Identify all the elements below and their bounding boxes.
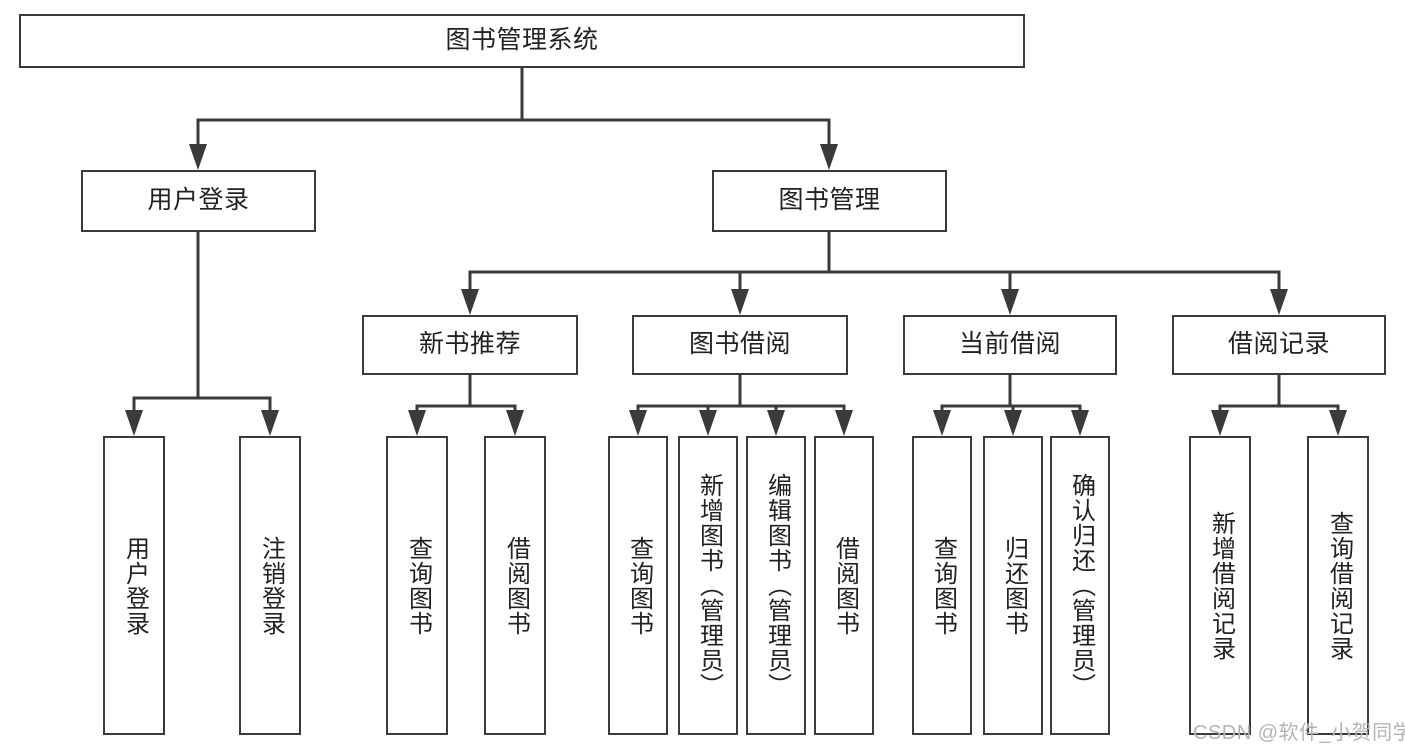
node-label: 当前借阅 [958, 330, 1061, 359]
node-label: 查询图书 [929, 535, 957, 636]
node-label: 新书推荐 [418, 330, 521, 359]
arrowhead-bus-book-borrow-2 [767, 410, 785, 436]
node-label: 归还图书 [1000, 535, 1028, 636]
node-leaf-add-borrow-record[interactable]: 新增借阅记录 [1189, 436, 1251, 735]
node-label: 图书管理系统 [445, 26, 599, 55]
node-label: 借阅图书 [502, 535, 530, 636]
node-leaf-borrow-book[interactable]: 借阅图书 [814, 436, 874, 735]
node-leaf-borrow-book-rec[interactable]: 借阅图书 [484, 436, 546, 735]
node-leaf-confirm-return-admin[interactable]: 确认归还（管理员） [1050, 436, 1110, 735]
arrowhead-bus-book-borrow-0 [629, 410, 647, 436]
node-new-book-recommend[interactable]: 新书推荐 [362, 315, 578, 375]
node-label: 查询图书 [625, 535, 653, 636]
watermark-text: CSDN @软件_小贺同学 [1193, 722, 1405, 744]
node-label: 图书借阅 [688, 330, 791, 359]
node-leaf-query-book-borrow[interactable]: 查询图书 [608, 436, 668, 735]
arrowhead-bus-current-borrow-0 [933, 410, 951, 436]
arrowhead-bus-borrow-record-0 [1211, 410, 1229, 436]
node-root[interactable]: 图书管理系统 [19, 14, 1025, 68]
node-label: 编辑图书（管理员） [763, 473, 791, 698]
node-user-login[interactable]: 用户登录 [81, 170, 316, 232]
node-leaf-edit-book-admin[interactable]: 编辑图书（管理员） [746, 436, 806, 735]
node-label: 查询图书 [404, 535, 432, 636]
arrowhead-bus-new-book-recommend-1 [506, 410, 524, 436]
arrowhead-bus-user-login-0 [125, 410, 143, 436]
arrowhead-bus-book-management-0 [461, 289, 479, 315]
arrowhead-bus-current-borrow-1 [1004, 410, 1022, 436]
node-label: 借阅图书 [831, 535, 859, 636]
node-label: 查询借阅记录 [1325, 510, 1353, 661]
arrowhead-bus-user-login-1 [261, 410, 279, 436]
arrowhead-bus-book-borrow-3 [835, 410, 853, 436]
node-leaf-query-book-current[interactable]: 查询图书 [912, 436, 972, 735]
node-book-borrow[interactable]: 图书借阅 [632, 315, 848, 375]
node-label: 注销登录 [257, 535, 285, 636]
arrowhead-bus-book-management-2 [1001, 289, 1019, 315]
node-label: 新增借阅记录 [1207, 510, 1235, 661]
node-borrow-record[interactable]: 借阅记录 [1172, 315, 1386, 375]
arrowhead-bus-book-borrow-1 [699, 410, 717, 436]
arrowhead-bus-book-management-3 [1270, 289, 1288, 315]
node-leaf-query-borrow-record[interactable]: 查询借阅记录 [1307, 436, 1369, 735]
arrowhead-bus-book-management-1 [731, 289, 749, 315]
node-leaf-add-book-admin[interactable]: 新增图书（管理员） [678, 436, 738, 735]
node-book-management[interactable]: 图书管理 [712, 170, 947, 232]
node-label: 新增图书（管理员） [695, 473, 723, 698]
arrowhead-bus-borrow-record-1 [1329, 410, 1347, 436]
node-label: 借阅记录 [1227, 330, 1330, 359]
node-leaf-logout[interactable]: 注销登录 [239, 436, 301, 735]
node-leaf-return-book[interactable]: 归还图书 [983, 436, 1043, 735]
arrowhead-bus-root-0 [189, 144, 207, 170]
arrowhead-bus-root-1 [820, 144, 838, 170]
node-label: 图书管理 [778, 186, 881, 215]
node-current-borrow[interactable]: 当前借阅 [903, 315, 1117, 375]
arrowhead-bus-current-borrow-2 [1071, 410, 1089, 436]
node-label: 用户登录 [147, 186, 250, 215]
node-label: 确认归还（管理员） [1067, 473, 1095, 698]
node-label: 用户登录 [121, 535, 149, 636]
node-leaf-query-book-rec[interactable]: 查询图书 [386, 436, 448, 735]
node-leaf-user-login[interactable]: 用户登录 [103, 436, 165, 735]
arrowhead-bus-new-book-recommend-0 [408, 410, 426, 436]
